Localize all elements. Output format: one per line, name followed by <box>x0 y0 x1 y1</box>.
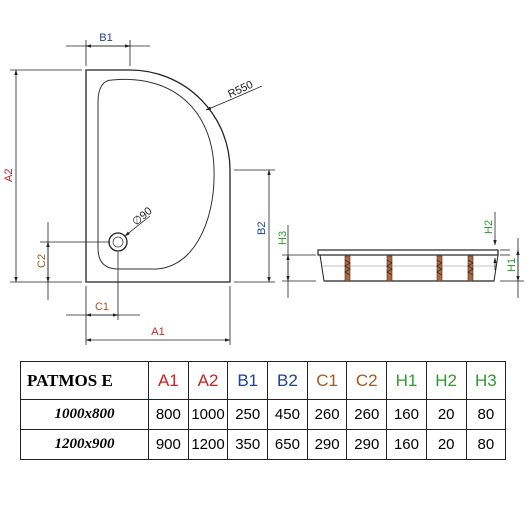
header-cell: A1 <box>148 361 189 400</box>
technical-drawing: B1 R550 A2 C2 ∅90 B2 C1 A1 <box>3 32 524 345</box>
tray-outline-top-view <box>85 69 231 283</box>
dim-label-h3: H3 <box>277 231 289 245</box>
model-cell: 1200x900 <box>20 429 149 460</box>
header-cell: H2 <box>425 361 467 400</box>
value-cell: 160 <box>386 429 427 460</box>
value-cell: 20 <box>425 429 467 460</box>
table-row: 1000x800 800 1000 250 450 260 260 160 20… <box>20 399 507 430</box>
value-cell: 290 <box>306 429 348 460</box>
value-cell: 1000 <box>187 399 229 430</box>
header-cell: A2 <box>187 361 229 400</box>
value-cell: 250 <box>227 399 269 430</box>
drain-circle <box>108 232 128 252</box>
tray-side-view <box>317 249 499 282</box>
header-cell: C2 <box>346 361 388 400</box>
value-cell: 20 <box>425 399 467 430</box>
value-cell: 260 <box>346 399 388 430</box>
value-cell: 450 <box>267 399 308 430</box>
table-header-row: PATMOS E A1 A2 B1 B2 C1 C2 H1 H2 H3 <box>20 361 507 400</box>
header-cell: C1 <box>306 361 348 400</box>
drain-inner-circle <box>112 236 124 248</box>
table-title: PATMOS E <box>20 361 149 400</box>
dim-label-a2: A2 <box>3 169 15 182</box>
value-cell: 650 <box>267 429 308 460</box>
dim-label-a1: A1 <box>151 326 164 338</box>
dim-label-h2: H2 <box>483 220 495 234</box>
dimensions-table: PATMOS E A1 A2 B1 B2 C1 C2 H1 H2 H3 1000… <box>20 361 507 460</box>
value-cell: 80 <box>465 399 507 430</box>
tray-basin-top-view <box>97 78 215 270</box>
dim-label-b1: B1 <box>99 32 112 44</box>
value-cell: 290 <box>346 429 388 460</box>
support-legs <box>344 255 474 282</box>
value-cell: 80 <box>465 429 507 460</box>
value-cell: 900 <box>148 429 189 460</box>
dim-label-d90: ∅90 <box>130 205 154 228</box>
dim-label-r550: R550 <box>226 79 255 101</box>
value-cell: 800 <box>148 399 189 430</box>
model-cell: 1000x800 <box>20 399 149 430</box>
value-cell: 260 <box>306 399 348 430</box>
value-cell: 1200 <box>187 429 229 460</box>
header-cell: B1 <box>227 361 269 400</box>
header-cell: H1 <box>386 361 427 400</box>
dim-label-h1: H1 <box>506 258 518 272</box>
table-row: 1200x900 900 1200 350 650 290 290 160 20… <box>20 429 507 460</box>
dim-label-b2: B2 <box>256 222 268 235</box>
value-cell: 160 <box>386 399 427 430</box>
header-cell: H3 <box>465 361 507 400</box>
header-cell: B2 <box>267 361 308 400</box>
dim-label-c2: C2 <box>36 254 48 268</box>
dim-label-c1: C1 <box>95 301 109 313</box>
value-cell: 350 <box>227 429 269 460</box>
